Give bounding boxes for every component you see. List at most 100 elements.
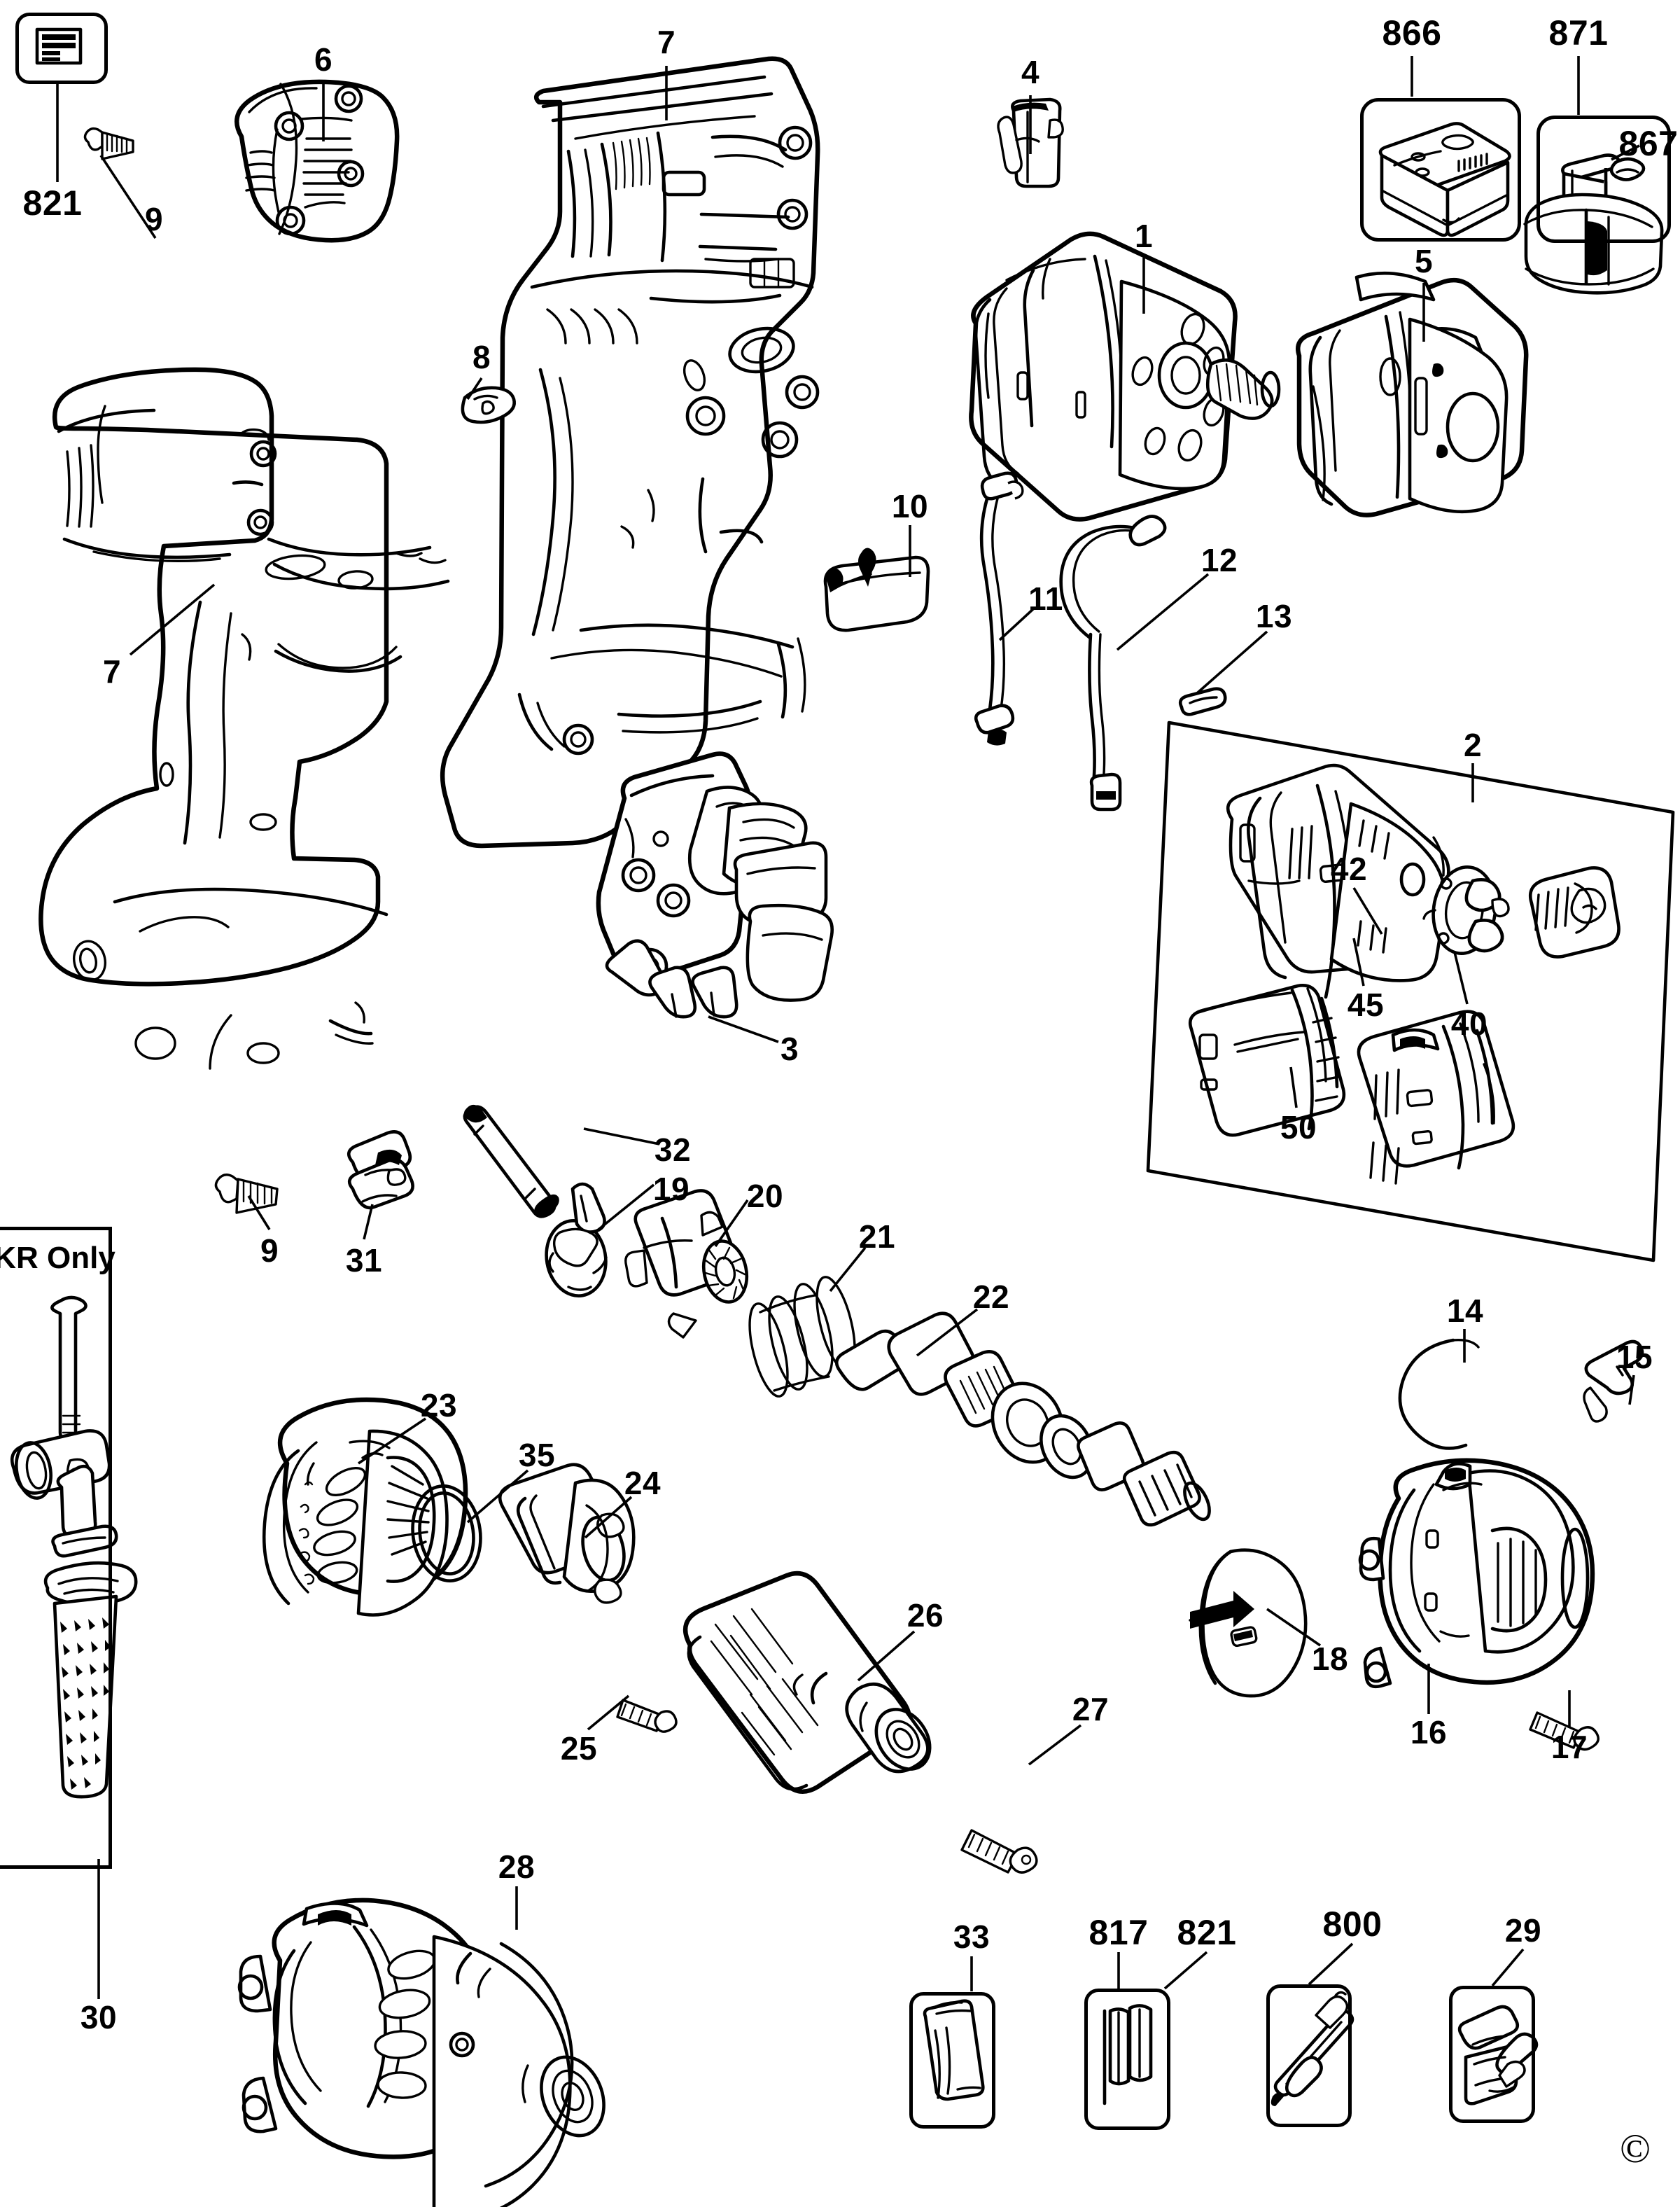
- clutch-spring-art: [748, 1276, 856, 1398]
- gearbox-assembly-tab-art: [1178, 687, 1227, 716]
- switch-trigger-assembly-art: [596, 751, 834, 1019]
- copyright-mark: ©: [1620, 2126, 1651, 2171]
- callout-label-7: 7: [102, 653, 122, 690]
- o-ring-art: [411, 1484, 482, 1582]
- retaining-spring-clip-art: [1398, 1338, 1480, 1450]
- callout-label-16: 16: [1410, 1714, 1448, 1750]
- callout-label-28: 28: [498, 1849, 536, 1885]
- instruction-sheet-box: [909, 1992, 995, 2129]
- gearcase-front-housing-art: [1358, 1458, 1595, 1689]
- callout-label-800: 800: [1322, 1905, 1382, 1944]
- instruction-sheet-art: [923, 1999, 985, 2101]
- callout-label-33: 33: [953, 1919, 990, 1955]
- keyless-chuck-art: [682, 1571, 932, 1794]
- kr-only-title: KR Only: [0, 1241, 115, 1275]
- lead-wire-12-art: [1059, 515, 1167, 812]
- callout-label-13: 13: [1255, 598, 1293, 634]
- callout-label-871: 871: [1548, 13, 1609, 53]
- callout-label-27: 27: [1072, 1691, 1110, 1727]
- belt-clip-bracket-art: [1457, 2005, 1539, 2105]
- kr-only-box: [0, 1227, 112, 1869]
- lock-button-art: [461, 386, 516, 424]
- speed-shift-ring-art: [1357, 1010, 1516, 1185]
- callout-label-40: 40: [1450, 1005, 1488, 1042]
- callout-label-30: 30: [80, 1999, 118, 2035]
- callout-label-7: 7: [657, 24, 676, 60]
- direction-selector-cover-art: [1189, 1548, 1308, 1698]
- callout-label-866: 866: [1382, 13, 1442, 53]
- clutch-washer-art: [545, 1182, 608, 1297]
- side-handle-assembly-art: [10, 1295, 138, 1799]
- motor-art: [969, 231, 1281, 522]
- clamshell-housing-left-art: [38, 367, 450, 1070]
- callout-label-14: 14: [1446, 1293, 1484, 1329]
- transmission-assembly-frame-art: [1146, 720, 1675, 1262]
- charger-box: [1360, 98, 1521, 242]
- callout-label-21: 21: [858, 1218, 896, 1255]
- callout-label-50: 50: [1280, 1109, 1317, 1146]
- battery-pack-box: [1536, 116, 1671, 243]
- gearcase-barrel-art: [1188, 984, 1346, 1137]
- callout-label-6: 6: [314, 41, 333, 78]
- lead-wire-11-art: [974, 471, 1024, 746]
- charger-art: [1378, 122, 1511, 237]
- clutch-collar-ring-art: [262, 1397, 468, 1617]
- callout-label-3: 3: [780, 1031, 799, 1067]
- callout-label-29: 29: [1504, 1912, 1542, 1949]
- callout-label-31: 31: [345, 1242, 383, 1279]
- screw-9-mid-art: [214, 1174, 279, 1214]
- callout-label-19: 19: [652, 1171, 690, 1207]
- screwdriver-bit-holder-art: [1270, 1991, 1354, 2106]
- callout-label-821: 821: [22, 183, 83, 223]
- label-strip-art: [1102, 2004, 1153, 2105]
- callout-label-9: 9: [260, 1232, 279, 1269]
- shift-lever-art: [1583, 1339, 1644, 1423]
- callout-label-2: 2: [1463, 727, 1483, 763]
- callout-label-9: 9: [144, 201, 164, 237]
- label-strip-box: [1084, 1989, 1170, 2130]
- gearbox-chuck-assembly-art: [237, 1898, 606, 2207]
- callout-label-26: 26: [906, 1597, 944, 1634]
- callout-label-10: 10: [891, 488, 929, 524]
- callout-label-24: 24: [624, 1465, 662, 1501]
- motor-end-cap-housing-art: [234, 79, 400, 243]
- callout-label-15: 15: [1616, 1339, 1653, 1375]
- warning-label-plate-art: [35, 27, 83, 65]
- belt-hook-plate-art: [823, 548, 930, 632]
- callout-label-12: 12: [1200, 542, 1238, 578]
- screw-17-art: [1529, 1711, 1600, 1751]
- screw-25-art: [616, 1699, 678, 1733]
- screw-9-top-art: [83, 127, 134, 160]
- callout-label-11: 11: [1028, 580, 1063, 617]
- callout-label-18: 18: [1311, 1641, 1349, 1677]
- clutch-adjust-nut-art: [498, 1463, 636, 1604]
- callout-label-45: 45: [1347, 987, 1385, 1023]
- output-spindle-art: [834, 1311, 1211, 1527]
- callout-label-25: 25: [560, 1730, 598, 1767]
- callout-label-867: 867: [1618, 124, 1679, 163]
- wire-clip-art: [346, 1130, 414, 1210]
- spring-pin-art: [463, 1104, 559, 1218]
- clutch-plate-art: [624, 1189, 749, 1339]
- battery-pack-art: [1523, 153, 1664, 295]
- callout-label-20: 20: [746, 1178, 784, 1214]
- callout-label-23: 23: [420, 1387, 458, 1423]
- clamshell-housing-right-art: [440, 56, 820, 849]
- warning-label-box: [15, 13, 108, 84]
- screw-27-art: [960, 1829, 1038, 1874]
- callout-label-42: 42: [1330, 851, 1368, 887]
- leader-lines: [56, 56, 1640, 1999]
- belt-clip-box: [1449, 1986, 1535, 2123]
- motor-field-can-art: [1296, 271, 1529, 517]
- callout-label-4: 4: [1021, 54, 1040, 90]
- callout-label-22: 22: [972, 1279, 1010, 1315]
- planet-carrier-art: [1422, 865, 1510, 956]
- callout-label-817: 817: [1088, 1913, 1149, 1952]
- callout-label-35: 35: [518, 1437, 556, 1473]
- sun-gear-pinion-art: [1528, 866, 1620, 959]
- callout-label-5: 5: [1414, 243, 1434, 279]
- callout-label-821: 821: [1177, 1913, 1237, 1952]
- callout-label-32: 32: [654, 1132, 692, 1168]
